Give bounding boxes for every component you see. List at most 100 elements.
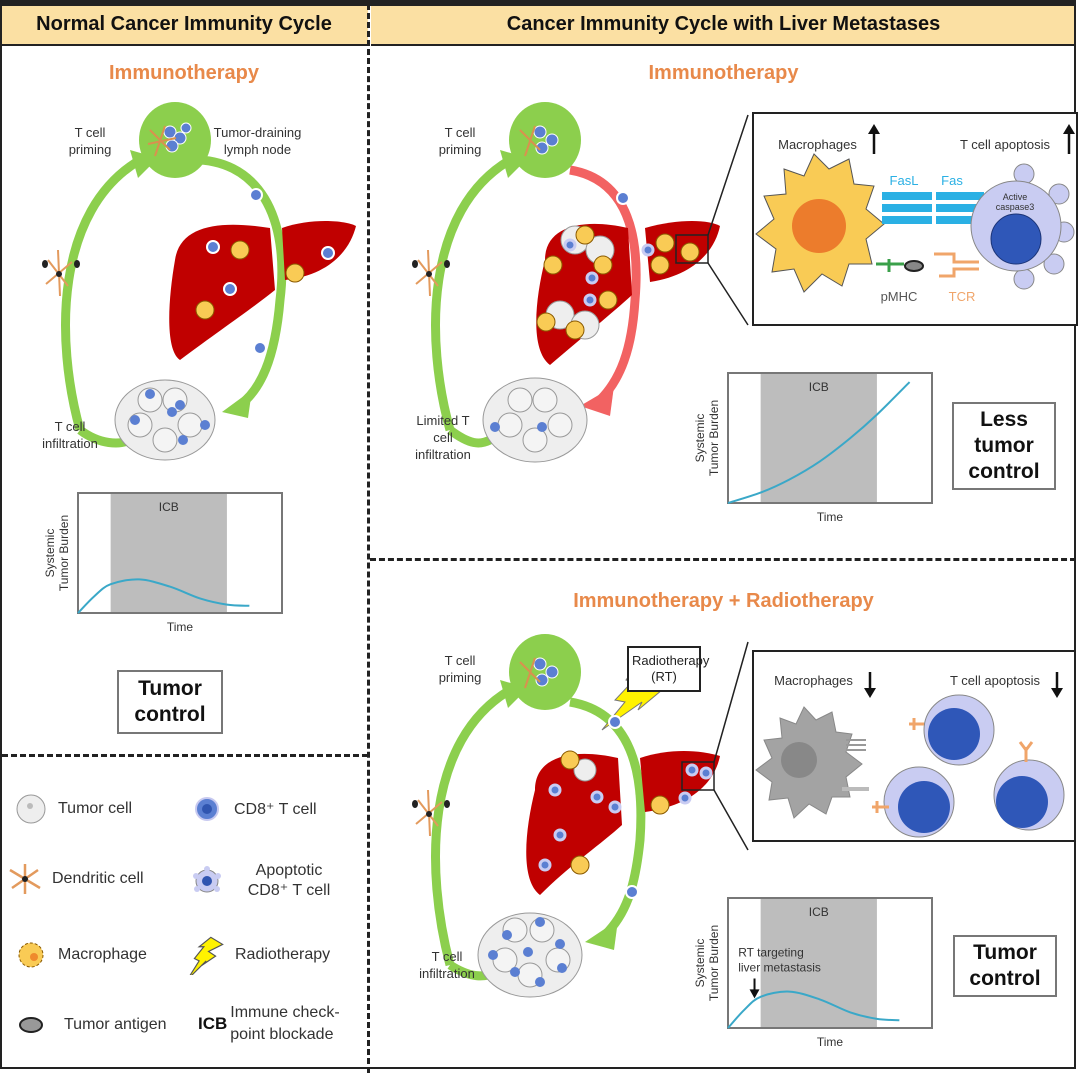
inset-label-tcr: TCR [948, 289, 976, 304]
legend-item: Apoptotic CD8⁺ T cell [190, 862, 344, 900]
legend-item: ICB Immune check-point blockade [198, 1002, 352, 1046]
legend-label: Tumor antigen [64, 1016, 167, 1033]
inset-mechanism-graphic [755, 672, 1065, 838]
t-cell-in-transit [249, 188, 263, 202]
healthy-t-cell [993, 741, 1065, 831]
icb-shaded-region [760, 899, 877, 1027]
t-cell-in-transit [253, 341, 267, 355]
liver-with-metastases [536, 221, 720, 365]
dendritic-cell-migrating [42, 249, 80, 297]
divider-right-panels [370, 558, 1076, 561]
inset-mechanism-graphic [755, 124, 1075, 293]
inset-mechanism-down: Macrophages T cell apoptosis [752, 650, 1076, 842]
x-axis-label: Time [167, 620, 194, 634]
tumor-antigen-icon [19, 1017, 43, 1033]
label-t-cell-priming: T cell priming [68, 125, 112, 157]
label-limited-infiltration: Limited T cell infiltration [415, 413, 471, 462]
dendritic-cell-icon [9, 864, 41, 894]
lymph-node [509, 102, 581, 178]
lightning-icon [189, 936, 224, 975]
x-axis-label: Time [817, 1035, 844, 1049]
lymph-node [139, 102, 211, 178]
y-axis-label: Systemic [693, 939, 707, 988]
inset-label-apoptosis: T cell apoptosis [949, 673, 1041, 688]
y-axis-label: Tumor Burden [57, 515, 71, 591]
inset-label-apoptosis: T cell apoptosis [959, 137, 1051, 152]
outcome-liver-mets: Less tumor control [952, 402, 1056, 490]
legend-item: Radiotherapy [185, 935, 330, 975]
outcome-normal: Tumor control [117, 670, 223, 734]
header-liver-metastases-label: Cancer Immunity Cycle with Liver Metasta… [506, 12, 941, 35]
tumor-mass [114, 379, 216, 461]
inset-mechanism-up: Macrophages T cell apoptosis FasL Fas Ac… [752, 112, 1078, 326]
icb-text-icon: ICB [198, 1014, 228, 1033]
fasl-fas-bond [882, 192, 984, 224]
apoptotic-t-cell-icon [193, 866, 221, 893]
tumor-mass [477, 912, 583, 998]
arrow-up-icon [868, 124, 880, 154]
tumor-cell-icon [16, 794, 46, 824]
icb-shaded-region [760, 374, 877, 502]
label-t-cell-priming: T cell priming [438, 125, 482, 157]
inset-label-caspase: Active caspase3 [995, 192, 1035, 212]
inset-label-macrophages: Macrophages [774, 673, 853, 688]
icb-region-label: ICB [159, 500, 179, 514]
tumor-burden-curve [727, 990, 900, 1029]
liver-irradiated [526, 750, 720, 895]
arrowhead-infiltration [222, 390, 252, 418]
liver-mets-rt-cycle-diagram [412, 634, 749, 998]
red-arrow [569, 165, 641, 404]
legend-label: Radiotherapy [235, 946, 331, 963]
annotation-label: liver metastasis [738, 961, 821, 975]
legend-item: Dendritic cell [8, 862, 144, 896]
arrow-down-icon [1051, 672, 1063, 698]
header-normal-cycle: Normal Cancer Immunity Cycle [0, 4, 368, 46]
label-t-cell-infiltration: T cell infiltration [42, 419, 98, 451]
x-axis-label: Time [817, 510, 844, 524]
legend-label: Dendritic cell [52, 870, 144, 887]
arrow-down-icon [864, 672, 876, 698]
header-liver-metastases-cycle: Cancer Immunity Cycle with Liver Metasta… [371, 4, 1076, 46]
label-lymph-node: Tumor-draining lymph node [213, 125, 302, 157]
y-axis-label: Systemic [693, 414, 707, 463]
inset-label-macrophages: Macrophages [778, 137, 857, 152]
arrow-up-icon [1063, 124, 1075, 154]
outcome-liver-mets-label: Less tumor control [968, 408, 1040, 483]
healthy-t-cell [909, 694, 995, 766]
inset-label-pmhc: pMHC [880, 289, 918, 304]
zoom-callout-lines [707, 114, 749, 326]
cd8-t-cell-icon [195, 797, 219, 821]
lymph-node [509, 634, 581, 710]
legend-label: Apoptotic CD8⁺ T cell [247, 862, 331, 899]
outcome-liver-mets-rt: Tumor control [953, 935, 1057, 997]
legend-label: Tumor cell [58, 800, 133, 817]
annotation-label: RT targeting [738, 946, 804, 960]
annotation-arrowhead [749, 989, 760, 999]
radiotherapy-box: Radiotherapy (RT) [627, 646, 709, 692]
macrophage-icon [18, 942, 44, 968]
header-normal-cycle-label: Normal Cancer Immunity Cycle [36, 12, 332, 35]
green-cycle-arrows [61, 150, 287, 448]
inset-label-fas: Fas [941, 173, 963, 188]
apoptotic-t-cell-large [970, 163, 1075, 290]
legend-item: Tumor cell [14, 792, 132, 826]
divider-legend [2, 754, 368, 757]
icb-region-label: ICB [809, 380, 829, 394]
legend-item: CD8⁺ T cell [190, 792, 317, 826]
zoom-callout-lines [713, 641, 749, 851]
outcome-liver-mets-rt-label: Tumor control [969, 941, 1041, 990]
liver [169, 221, 356, 360]
red-arrowhead [580, 386, 614, 416]
inset-label-fasl: FasL [889, 173, 919, 188]
liver-mets-rt-panel-title: Immunotherapy + Radiotherapy [573, 590, 874, 612]
liver-mets-cycle-diagram [412, 102, 749, 463]
label-t-cell-priming: T cell priming [438, 653, 482, 685]
zoom-region-marker [681, 761, 715, 791]
vertical-divider [367, 4, 370, 1073]
label-t-cell-infiltration: T cell infiltration [419, 949, 475, 981]
pmhc-antigen [876, 259, 904, 272]
legend-label: CD8⁺ T cell [234, 801, 317, 818]
legend-item: Macrophage [14, 938, 147, 972]
icb-region-label: ICB [809, 905, 829, 919]
